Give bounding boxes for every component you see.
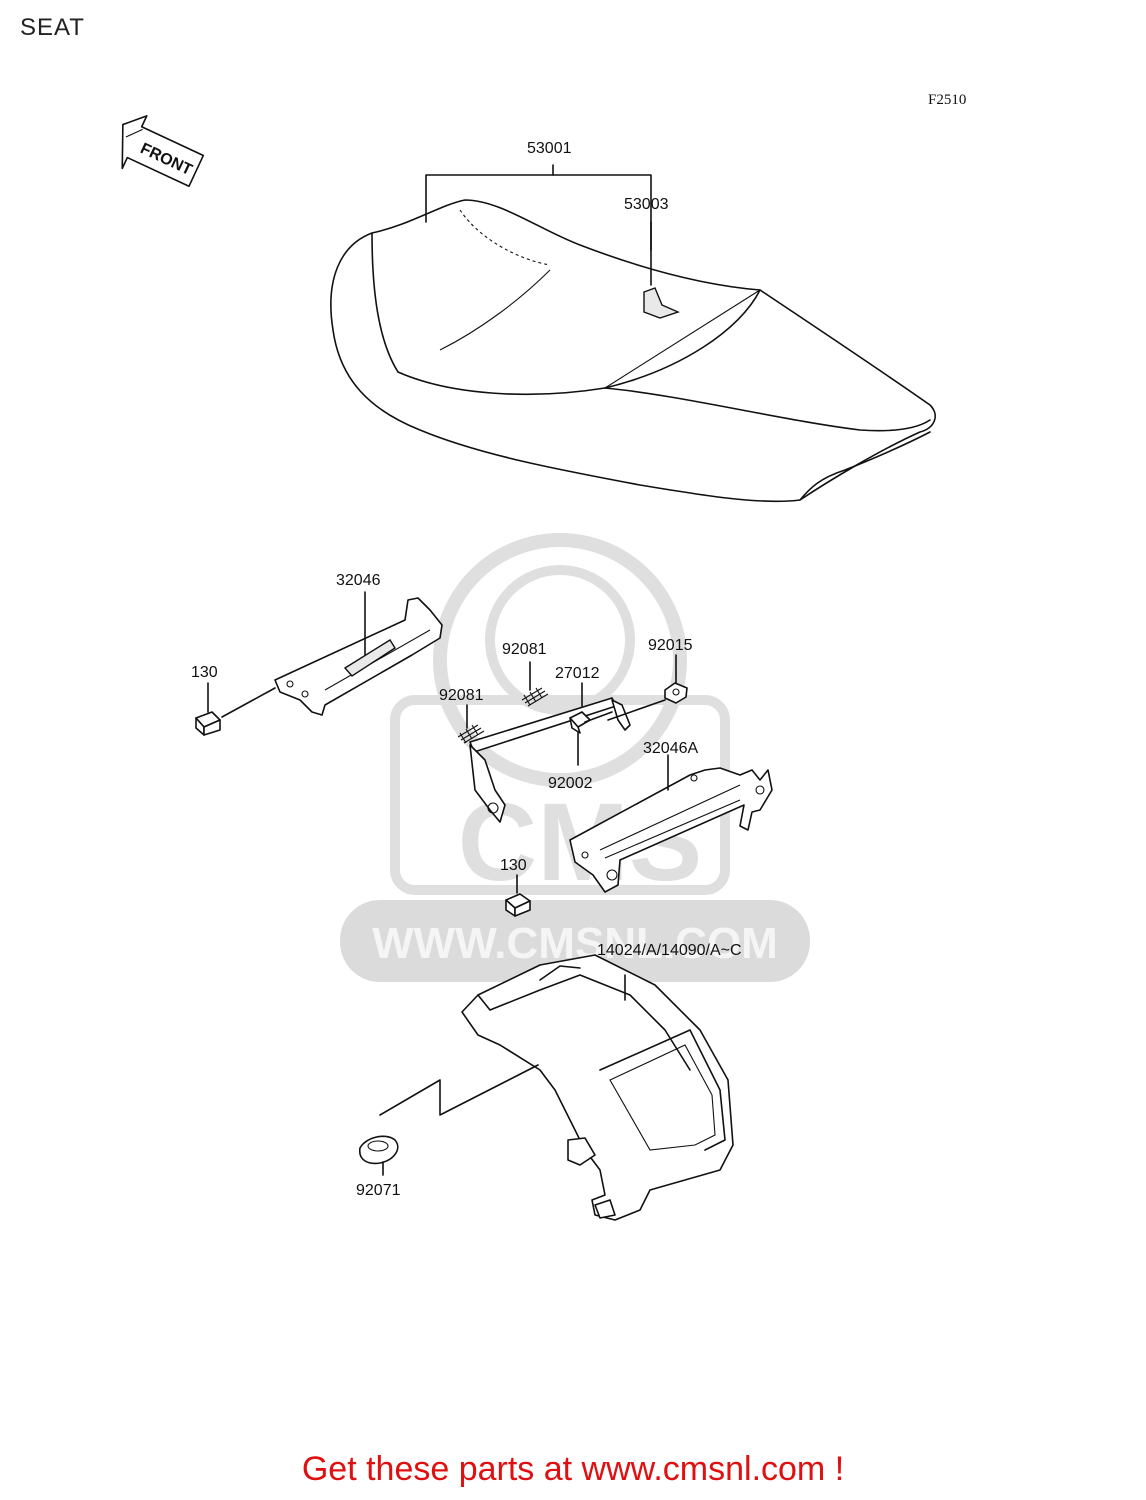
seat-assembly — [330, 164, 936, 503]
part-label-130-center[interactable]: 130 — [500, 857, 527, 874]
spring-92081-lower — [457, 704, 485, 744]
part-label-32046A[interactable]: 32046A — [643, 740, 699, 757]
footer-link[interactable]: Get these parts at www.cmsnl.com ! — [301, 1450, 845, 1488]
seat-bracket-32046A — [569, 754, 773, 893]
grommet-92071 — [358, 1064, 539, 1176]
bolt-130-center — [505, 874, 531, 917]
part-label-130-left[interactable]: 130 — [191, 664, 218, 681]
part-label-92081-lower[interactable]: 92081 — [439, 687, 484, 704]
front-arrow-icon: FRONT — [121, 115, 205, 188]
part-label-32046[interactable]: 32046 — [336, 572, 381, 589]
rod-27012 — [469, 682, 631, 823]
bolt-130-left — [195, 682, 221, 736]
part-label-53003[interactable]: 53003 — [624, 196, 669, 213]
part-label-92071[interactable]: 92071 — [356, 1182, 401, 1199]
spring-92081-upper — [521, 661, 549, 707]
nut-92015 — [607, 654, 688, 721]
part-label-27012[interactable]: 27012 — [555, 665, 600, 682]
part-label-14024[interactable]: 14024/A/14090/A~C — [597, 942, 742, 959]
bolt-92002 — [569, 711, 613, 766]
part-label-92002[interactable]: 92002 — [548, 775, 593, 792]
part-label-53001[interactable]: 53001 — [527, 140, 572, 157]
diagram-code: F2510 — [928, 92, 967, 108]
page-title: SEAT — [20, 14, 85, 41]
part-label-92081-upper[interactable]: 92081 — [502, 641, 547, 658]
seat-bracket-32046 — [221, 591, 443, 718]
seat-cover-14024 — [461, 954, 734, 1221]
part-label-92015[interactable]: 92015 — [648, 637, 693, 654]
